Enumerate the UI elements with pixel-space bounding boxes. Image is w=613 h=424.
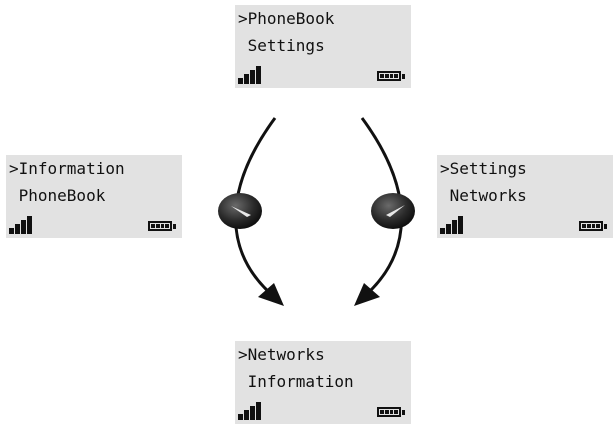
menu-line-next: Networks — [440, 186, 527, 205]
battery-icon — [377, 70, 407, 82]
signal-strength-icon — [9, 216, 32, 234]
battery-icon — [377, 406, 407, 418]
menu-line-selected: >Information — [9, 159, 125, 178]
menu-line-next: Information — [238, 372, 354, 391]
phone-screen-bottom: >Networks Information — [235, 341, 411, 424]
menu-line-selected: >PhoneBook — [238, 9, 335, 28]
phone-screen-left: >Information PhoneBook — [6, 155, 182, 238]
phone-screen-right: >Settings Networks — [437, 155, 613, 238]
left-arrowhead — [258, 283, 284, 306]
signal-strength-icon — [238, 66, 261, 84]
phone-screen-top: >PhoneBook Settings — [235, 5, 411, 88]
right-knob-icon — [371, 193, 415, 229]
battery-icon — [148, 220, 178, 232]
menu-line-next: Settings — [238, 36, 325, 55]
menu-line-selected: >Networks — [238, 345, 325, 364]
menu-line-next: PhoneBook — [9, 186, 106, 205]
signal-strength-icon — [440, 216, 463, 234]
menu-line-selected: >Settings — [440, 159, 527, 178]
signal-strength-icon — [238, 402, 261, 420]
battery-icon — [579, 220, 609, 232]
left-knob-icon — [218, 193, 262, 229]
right-arrowhead — [354, 283, 380, 306]
